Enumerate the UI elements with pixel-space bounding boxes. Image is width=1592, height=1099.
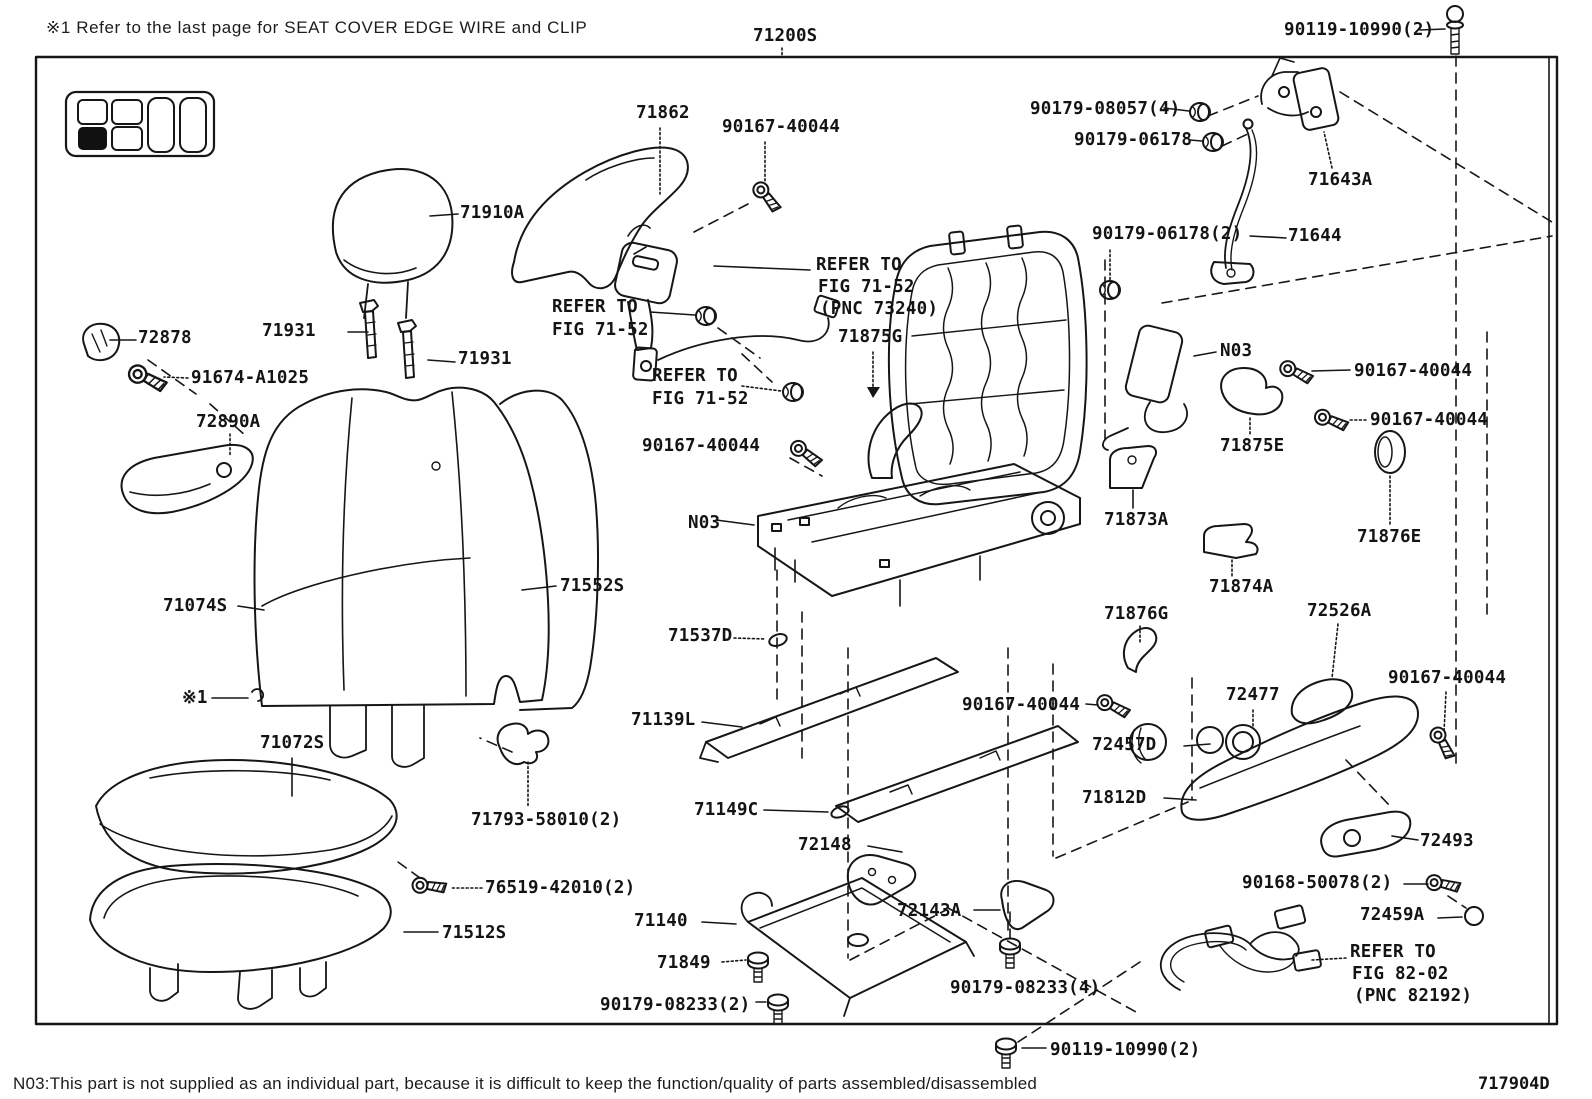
callout-ref-mark-1: ※1 (182, 688, 208, 708)
seatback-cover-art (253, 386, 599, 768)
callout-71849: 71849 (657, 953, 711, 973)
callout-90119-10990-bottom: 90119-10990(2) (1050, 1040, 1201, 1060)
callout-71552S: 71552S (560, 576, 625, 596)
callout-71072S: 71072S (260, 733, 325, 753)
callout-71874A: 71874A (1209, 577, 1274, 597)
callout-71512S: 71512S (442, 923, 507, 943)
seat-position-legend (64, 90, 216, 158)
callout-refer-fig7152-low-2: FIG 71-52 (652, 389, 749, 409)
seatback-frame-art (887, 224, 1088, 506)
callout-72526A: 72526A (1307, 601, 1372, 621)
callout-refer-fig8202-1: REFER TO (1350, 942, 1436, 962)
callout-72878: 72878 (138, 328, 192, 348)
callout-refer-fig7152-left-2: FIG 71-52 (552, 320, 649, 340)
callout-71140: 71140 (634, 911, 688, 931)
callout-71876E: 71876E (1357, 527, 1422, 547)
diagram-frame (34, 55, 1559, 1026)
callout-72477: 72477 (1226, 685, 1280, 705)
callout-71910A: 71910A (460, 203, 525, 223)
seatbase-frame-art (757, 463, 1081, 607)
callout-refer-fig7152-left-1: REFER TO (552, 297, 638, 317)
callout-refer-pnc73240-3: (PNC 73240) (820, 299, 939, 319)
callout-71200S: 71200S (753, 26, 818, 46)
belt-buckle-art (614, 241, 841, 382)
headrest-art (331, 168, 454, 379)
callout-refer-fig8202-3: (PNC 82192) (1354, 986, 1473, 1006)
wiring-harness-art (1159, 904, 1322, 991)
callout-90179-06178-2: 90179-06178(2) (1092, 224, 1243, 244)
callout-71793-58010: 71793-58010(2) (471, 810, 622, 830)
callout-71931-b: 71931 (458, 349, 512, 369)
callout-71812D: 71812D (1082, 788, 1147, 808)
callout-76519-42010: 76519-42010(2) (485, 878, 636, 898)
callout-N03-left: N03 (688, 513, 721, 533)
callout-90167-40044-c: 90167-40044 (1354, 361, 1473, 381)
callout-90167-40044-d: 90167-40044 (1370, 410, 1489, 430)
right-side-parts-art (867, 324, 1484, 926)
callout-71875G: 71875G (838, 327, 903, 347)
cushion-cover-art (89, 759, 398, 1010)
callout-90167-40044-a: 90167-40044 (722, 117, 841, 137)
callout-refer-fig8202-2: FIG 82-02 (1352, 964, 1449, 984)
callout-71644: 71644 (1288, 226, 1342, 246)
callout-72457D: 72457D (1092, 735, 1157, 755)
callout-72148: 72148 (798, 835, 852, 855)
callout-90167-40044-e: 90167-40044 (962, 695, 1081, 715)
callout-72493: 72493 (1420, 831, 1474, 851)
callout-refer-fig7152-low-1: REFER TO (652, 366, 738, 386)
callout-90179-08233-4: 90179-08233(4) (950, 978, 1101, 998)
dashed-assembly-lines (147, 55, 1553, 1043)
callout-refer-pnc73240-2: FIG 71-52 (818, 277, 915, 297)
callout-90179-06178: 90179-06178 (1074, 130, 1193, 150)
callout-71875E: 71875E (1220, 436, 1285, 456)
callout-91674-A1025: 91674-A1025 (191, 368, 310, 388)
callout-72890A: 72890A (196, 412, 261, 432)
callout-71873A: 71873A (1104, 510, 1169, 530)
callout-71862: 71862 (636, 103, 690, 123)
callout-71537D: 71537D (668, 626, 733, 646)
callout-90179-08057: 90179-08057(4) (1030, 99, 1181, 119)
callout-72143A: 72143A (897, 901, 962, 921)
footer-note: N03:This part is not supplied as an indi… (13, 1074, 1038, 1093)
fasteners-art (82, 102, 1463, 1069)
callout-71876G: 71876G (1104, 604, 1169, 624)
callout-90119-10990-top: 90119-10990(2) (1284, 20, 1435, 40)
callout-N03-right: N03 (1220, 341, 1253, 361)
callout-71931-a: 71931 (262, 321, 316, 341)
figure-code: 717904D (1478, 1074, 1550, 1094)
seatback-shield-71862 (511, 146, 689, 290)
callout-71643A: 71643A (1308, 170, 1373, 190)
callout-90167-40044-b: 90167-40044 (642, 436, 761, 456)
recliner-latch-art (1210, 5, 1464, 285)
callout-90179-08233-2: 90179-08233(2) (600, 995, 751, 1015)
seat-rails-art (699, 657, 1079, 1017)
callout-72459A: 72459A (1360, 905, 1425, 925)
leader-lines (109, 28, 1463, 1049)
callout-90167-40044-f: 90167-40044 (1388, 668, 1507, 688)
callout-71139L: 71139L (631, 710, 696, 730)
header-note: ※1 Refer to the last page for SEAT COVER… (46, 18, 588, 37)
armrest-art (120, 444, 254, 515)
callout-refer-pnc73240-1: REFER TO (816, 255, 902, 275)
callout-71074S: 71074S (163, 596, 228, 616)
callout-90168-50078: 90168-50078(2) (1242, 873, 1393, 893)
callout-71149C: 71149C (694, 800, 759, 820)
